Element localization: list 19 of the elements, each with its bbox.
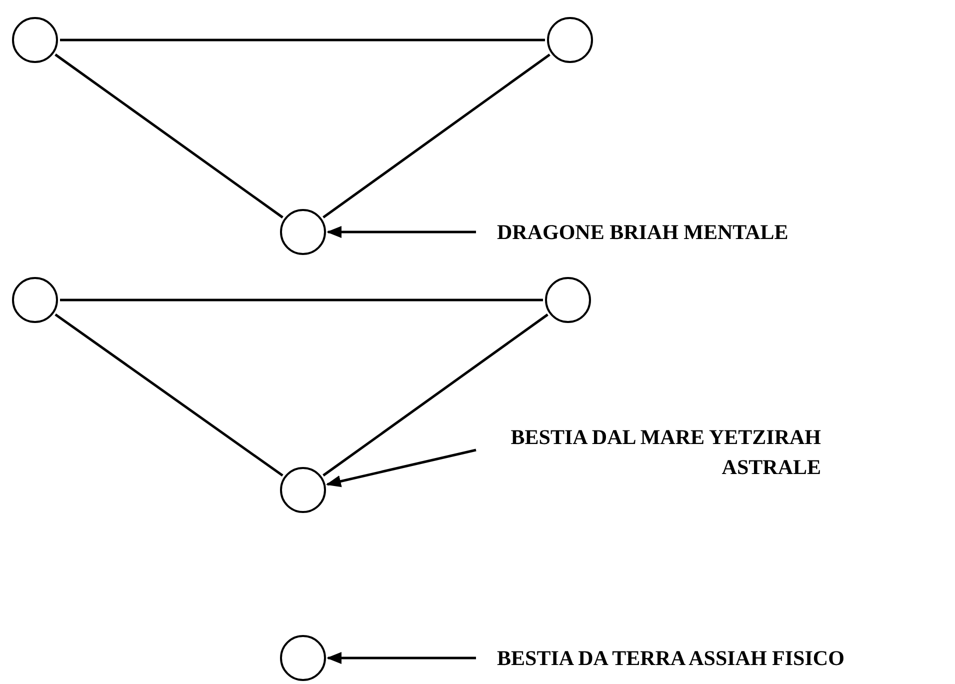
node-label: BESTIA DA TERRA ASSIAH FISICO bbox=[497, 645, 846, 672]
arrow bbox=[326, 448, 476, 488]
circle-node bbox=[12, 277, 58, 323]
circle-node bbox=[280, 209, 326, 255]
circle-node bbox=[12, 17, 58, 63]
connector-line bbox=[60, 38, 545, 42]
circle-node bbox=[547, 17, 593, 63]
arrow bbox=[326, 652, 476, 664]
connector-line bbox=[322, 54, 550, 218]
circle-node bbox=[280, 635, 326, 681]
arrow bbox=[326, 226, 476, 238]
circle-node bbox=[280, 467, 326, 513]
connector-line bbox=[322, 314, 548, 476]
circle-node bbox=[545, 277, 591, 323]
connector-line bbox=[54, 54, 284, 218]
connector-line bbox=[60, 298, 543, 302]
node-label: BESTIA DAL MARE YETZIRAH ASTRALE bbox=[510, 424, 821, 481]
connector-line bbox=[54, 313, 284, 477]
node-label: DRAGONE BRIAH MENTALE bbox=[497, 219, 790, 246]
